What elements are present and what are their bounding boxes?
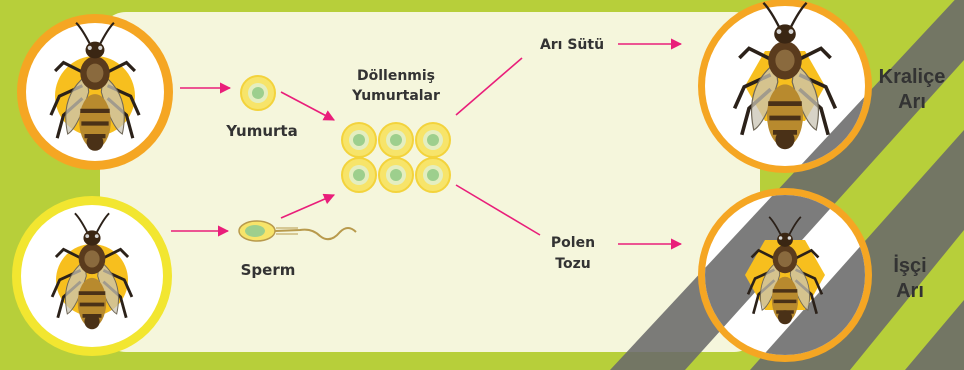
queen-bee-circle [17,14,173,170]
worker-label-line2: Arı [896,280,924,302]
queen-label-line1: Kraliçe [879,66,946,88]
fertilized-eggs-label-line2: Yumurtalar [351,88,440,104]
queen-label-line2: Arı [898,91,926,113]
fertilized-eggs-grid [342,123,450,192]
fertilized-egg [379,158,413,192]
egg-icon [241,76,275,110]
worker-label-line1: İşçi [893,254,926,277]
royal-jelly-label: Arı Sütü [540,37,604,53]
drone-bee-circle [12,196,172,356]
fertilized-eggs-label-line1: Döllenmiş [357,68,435,84]
pollen-label-line1: Polen [551,235,595,251]
sperm-label: Sperm [241,261,296,279]
fertilized-egg [342,123,376,157]
fertilized-egg [416,123,450,157]
egg-label: Yumurta [225,122,297,140]
fertilized-egg [342,158,376,192]
pollen-label-line2: Tozu [555,256,590,272]
fertilized-egg [379,123,413,157]
fertilized-egg [416,158,450,192]
